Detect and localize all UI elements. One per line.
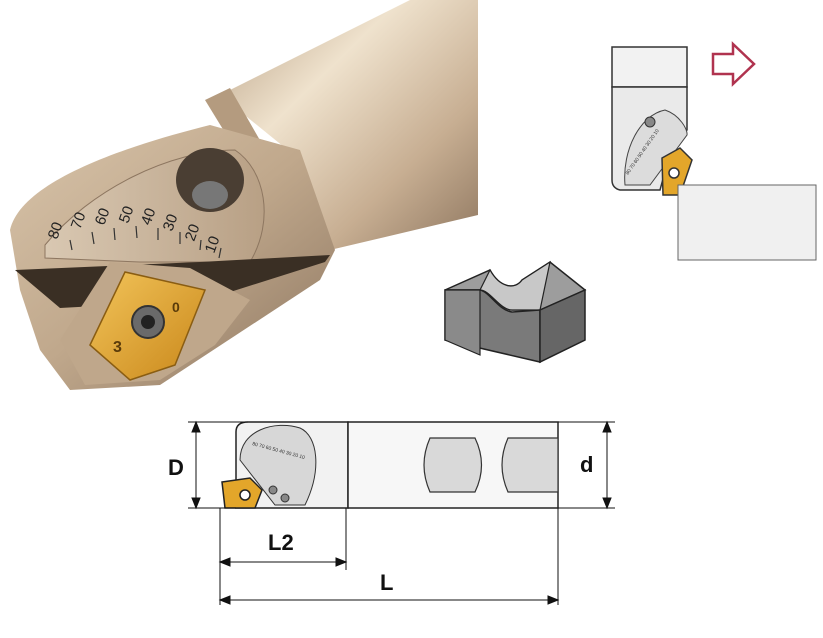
insert-screw-head xyxy=(141,315,155,329)
scale-label: 10 xyxy=(202,234,224,255)
scale-label: 20 xyxy=(182,222,204,243)
dimension-label-L: L xyxy=(380,570,393,595)
tool-photo: 80 70 60 50 40 30 20 10 3 0 xyxy=(10,0,478,390)
block-groove xyxy=(479,260,551,311)
drawing-insert-screw xyxy=(239,489,251,501)
holder-shank xyxy=(611,46,688,88)
dimension-L xyxy=(218,508,560,605)
block-side xyxy=(539,288,586,364)
machined-block xyxy=(444,260,587,364)
holder-scale-arc xyxy=(624,109,688,186)
drawing-flat-1 xyxy=(423,437,483,493)
drawing-scale-arc xyxy=(239,424,317,506)
drawing-flat-2 xyxy=(501,437,559,493)
dimension-label-D: D xyxy=(168,455,184,480)
dimension-L2 xyxy=(218,508,348,605)
dimension-D xyxy=(188,420,248,510)
holder-insert-screw xyxy=(668,167,680,179)
insert-mark: 0 xyxy=(172,299,180,315)
holder-screw xyxy=(644,116,656,128)
insert-mark: 3 xyxy=(113,339,122,356)
adjust-screw xyxy=(192,181,228,209)
scale-ticks xyxy=(69,225,222,259)
feed-arrow-icon xyxy=(711,41,756,87)
drawing-screw-2 xyxy=(280,493,290,503)
scale-label: 40 xyxy=(138,206,160,227)
block-left xyxy=(444,289,481,356)
scale-label: 70 xyxy=(68,210,90,231)
scale-label: 80 xyxy=(45,220,67,241)
workpiece xyxy=(677,184,817,261)
dimension-drawing: 80 70 60 50 40 30 20 10 D d xyxy=(168,420,615,605)
dimension-label-L2: L2 xyxy=(268,530,294,555)
scale-label: 50 xyxy=(116,204,138,225)
usage-diagram: 80 70 60 50 40 30 20 10 xyxy=(611,41,817,261)
drawing-screw xyxy=(268,485,278,495)
scale-label: 30 xyxy=(160,212,182,233)
dimension-label-d: d xyxy=(580,452,593,477)
dimension-d xyxy=(558,420,615,510)
scale-label: 60 xyxy=(92,206,114,227)
tool-shank xyxy=(220,0,478,250)
